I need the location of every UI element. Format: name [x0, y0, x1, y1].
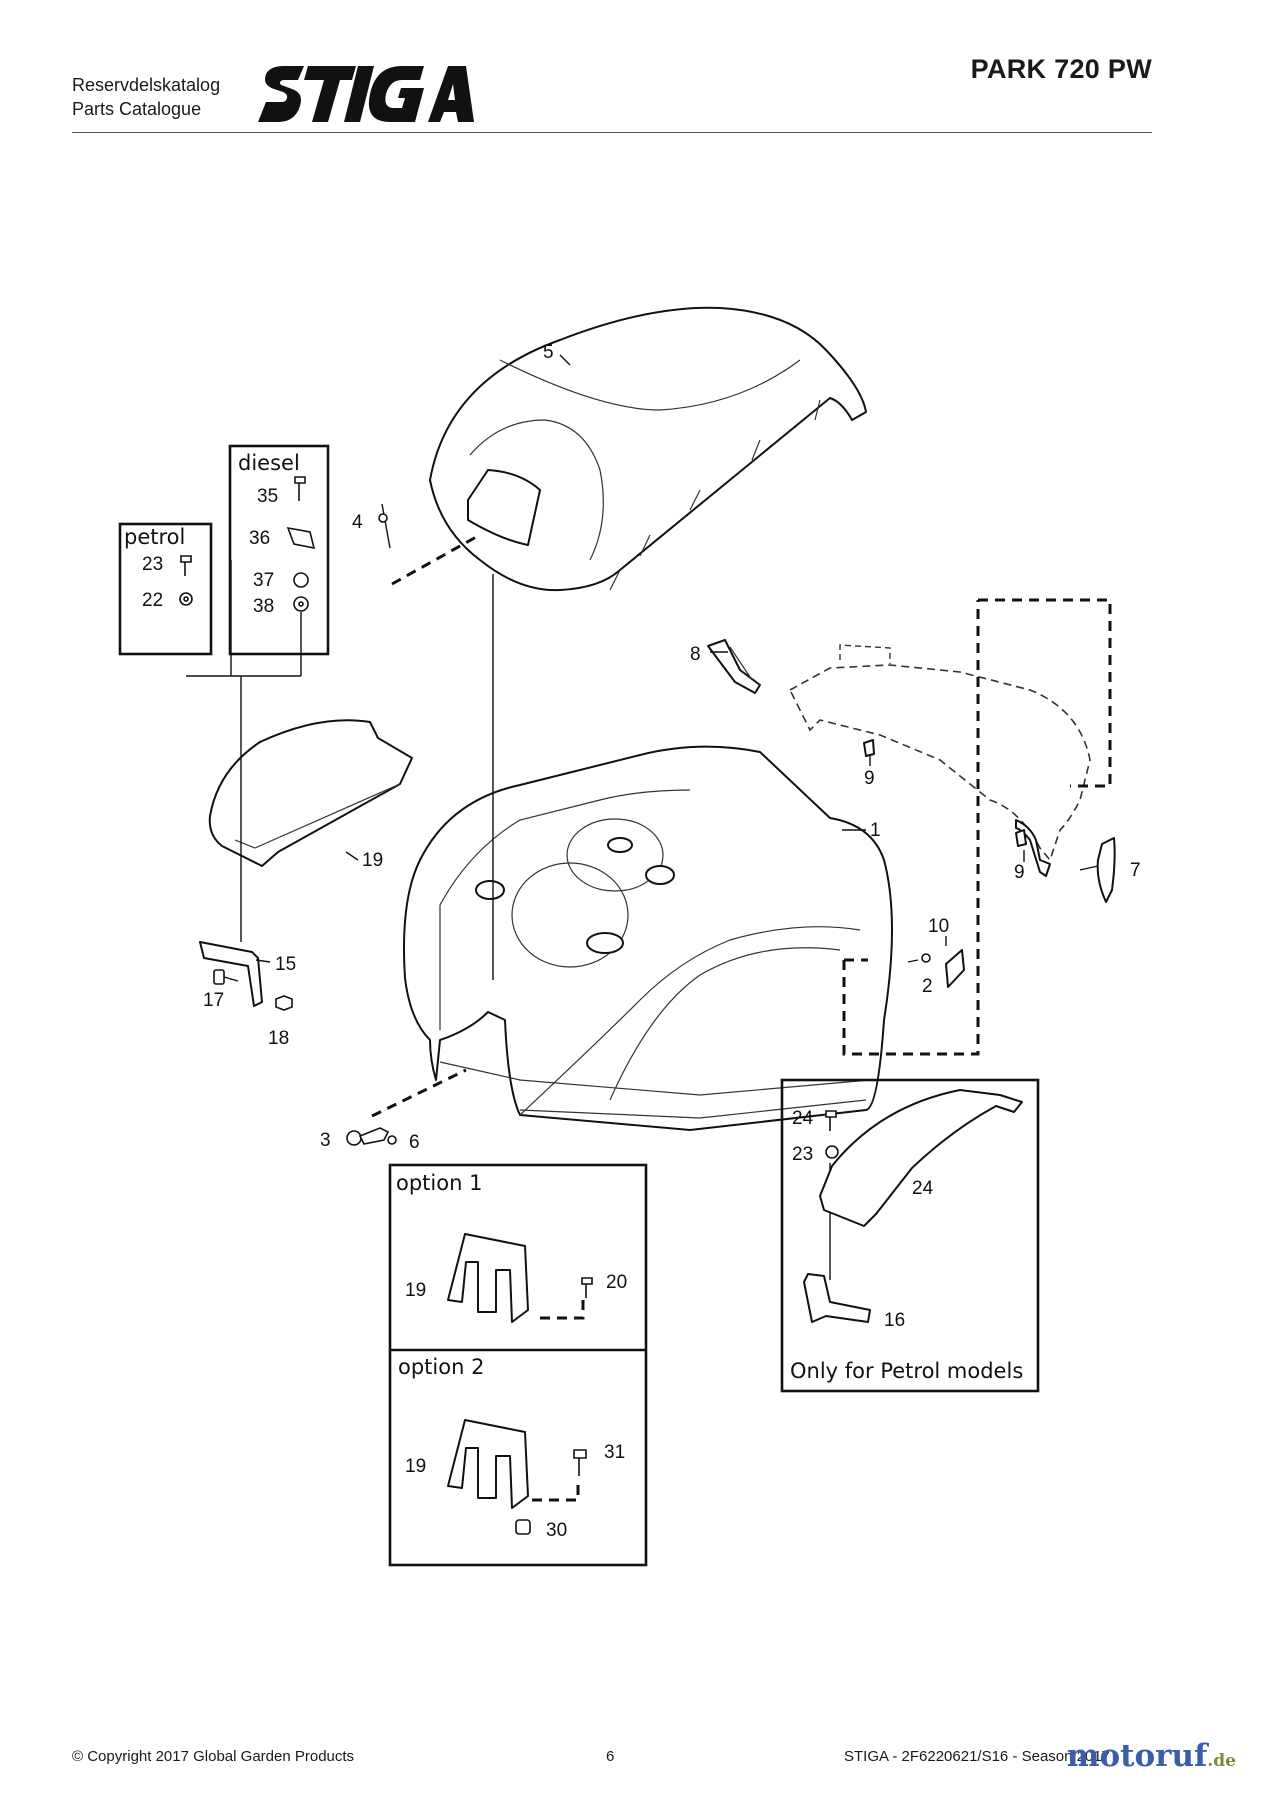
part-24-guard: [819, 1089, 1023, 1227]
part-5-washer: [387, 1135, 397, 1145]
option-2-title: option 2: [398, 1355, 484, 1379]
callout-9-upper: 9: [864, 768, 875, 789]
callout-20: 20: [606, 1272, 627, 1293]
callout-24: 24: [912, 1178, 934, 1199]
callout-4: 4: [352, 512, 363, 533]
watermark-tld: .de: [1207, 1751, 1236, 1771]
callout-3: 3: [320, 1130, 331, 1151]
options-box: [388, 1163, 648, 1567]
part-9-clip-lower: [1015, 829, 1027, 847]
model-title: PARK 720 PW: [970, 54, 1152, 84]
header-divider: [72, 132, 1152, 133]
callout-9-lower: 9: [1014, 862, 1025, 883]
petrol-hardware: [179, 555, 193, 606]
callout-8: 8: [690, 644, 701, 665]
part-20-screw: [581, 1277, 593, 1298]
part-9-clip-upper: [863, 739, 875, 757]
stiga-logo: [258, 66, 474, 122]
catalog-title-english: Parts Catalogue: [72, 99, 202, 119]
diesel-box-title: diesel: [238, 451, 300, 475]
part-rear-panel-dashed: [707, 639, 1091, 877]
part-1-body-fender: [403, 745, 893, 1131]
callout-1: 1: [870, 820, 881, 841]
part-18-nut: [275, 995, 293, 1011]
part-19-option1-guard: [447, 1233, 529, 1323]
callout-10: 10: [928, 916, 949, 937]
callout-15: 15: [275, 954, 296, 975]
callout-23-petrol-only: 24: [792, 1108, 814, 1129]
callout-numbers: 5 4 1 8 9 9 7 10 2 3 6 19 15 17 18 23 22…: [142, 342, 1141, 1541]
callout-5: 6: [409, 1132, 420, 1153]
callout-37: 37: [253, 570, 274, 591]
part-7-side-clip: [1096, 837, 1116, 903]
part-31-bolt: [573, 1449, 587, 1476]
callout-22-petrol-only: 23: [792, 1144, 813, 1165]
part-3-pin: [346, 1127, 390, 1146]
part-30-spacer: [515, 1519, 531, 1535]
callout-23-petrol: 23: [142, 554, 163, 575]
diesel-hardware-box: [228, 444, 330, 656]
callout-19-option1: 19: [405, 1280, 426, 1301]
callout-30: 30: [546, 1520, 567, 1541]
diesel-hardware: [286, 476, 316, 612]
part-16-bracket: [803, 1273, 871, 1323]
callout-35: 35: [257, 486, 278, 507]
part-10-decal: [945, 949, 965, 988]
part-15-bracket: [199, 941, 263, 1007]
dashed-assembly-lines: [371, 534, 1112, 1502]
part-6-hood-cover: [429, 306, 867, 592]
footer-page-number: 6: [606, 1748, 615, 1765]
callout-31: 31: [604, 1442, 625, 1463]
part-22-washer-petrol-only: [825, 1145, 839, 1159]
petrol-hardware-box: [118, 522, 213, 656]
callout-7: 7: [1130, 860, 1141, 881]
petrol-box-title: petrol: [124, 525, 185, 549]
part-23-screw-petrol-only: [825, 1110, 837, 1131]
callout-38: 38: [253, 596, 274, 617]
option-1-title: option 1: [396, 1171, 482, 1195]
watermark-main: motoruf: [1066, 1738, 1208, 1774]
callout-36: 36: [249, 528, 270, 549]
callout-17: 17: [203, 990, 224, 1011]
part-17-bolt: [213, 969, 239, 985]
watermark-logo: motoruf.de: [1067, 1738, 1236, 1774]
petrol-only-box: [780, 1078, 1040, 1393]
footer-document-reference: STIGA - 2F6220621/S16 - Season 2017: [844, 1748, 1111, 1765]
callout-19-option2: 19: [405, 1456, 426, 1477]
part-4-screw: [378, 503, 391, 549]
petrol-only-title: Only for Petrol models: [790, 1359, 1023, 1383]
callout-18: 18: [268, 1028, 289, 1049]
callout-22-petrol: 22: [142, 590, 163, 611]
catalog-title-swedish: Reservdelskatalog: [72, 75, 221, 95]
part-19-option2-guard: [447, 1419, 529, 1509]
part-21-guard-cover: [208, 719, 413, 867]
callout-16: 16: [884, 1310, 905, 1331]
footer-copyright: © Copyright 2017 Global Garden Products: [72, 1748, 355, 1765]
callout-6: 5: [543, 342, 554, 363]
callout-21: 19: [362, 850, 383, 871]
callout-2: 2: [922, 976, 933, 997]
part-2-screw: [907, 953, 931, 963]
